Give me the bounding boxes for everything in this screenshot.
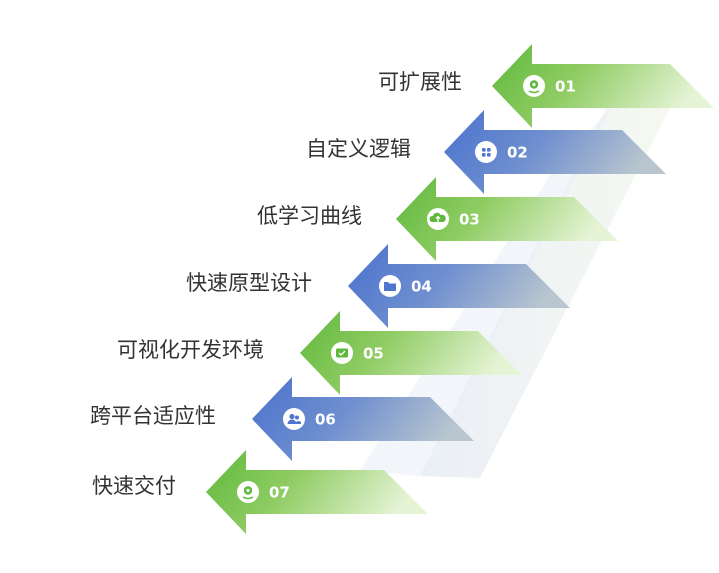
cloud-upload-icon (427, 208, 449, 230)
step-number: 07 (269, 484, 290, 502)
step-arrow-02: 02 (444, 110, 666, 194)
step-number: 05 (363, 345, 384, 363)
arrow-shape (300, 311, 522, 395)
location-pin-icon (237, 481, 259, 503)
step-number: 03 (459, 211, 480, 229)
arrow-shape (396, 177, 618, 261)
step-arrow-05: 05 (300, 311, 522, 395)
arrow-shape (444, 110, 666, 194)
users-icon (283, 408, 305, 430)
step-arrow-07: 07 (206, 450, 428, 534)
step-label-05: 可视化开发环境 (117, 338, 264, 362)
step-number: 04 (411, 278, 432, 296)
step-label-06: 跨平台适应性 (90, 404, 216, 428)
step-label-02: 自定义逻辑 (306, 137, 411, 161)
check-mail-icon (331, 342, 353, 364)
step-number: 06 (315, 411, 336, 429)
arrow-shape (252, 377, 474, 461)
folder-icon (379, 275, 401, 297)
step-arrow-06: 06 (252, 377, 474, 461)
arrow-shape (492, 44, 714, 128)
location-pin-icon (523, 75, 545, 97)
arrow-shape (206, 450, 428, 534)
step-label-07: 快速交付 (92, 474, 176, 498)
step-arrow-01: 01 (492, 44, 714, 128)
step-arrow-04: 04 (348, 244, 570, 328)
step-label-03: 低学习曲线 (257, 204, 362, 228)
step-number: 01 (555, 78, 576, 96)
step-label-04: 快速原型设计 (186, 271, 312, 295)
arrow-shape (348, 244, 570, 328)
apps-grid-icon (475, 141, 497, 163)
step-label-01: 可扩展性 (378, 70, 462, 94)
step-arrow-03: 03 (396, 177, 618, 261)
step-number: 02 (507, 144, 528, 162)
